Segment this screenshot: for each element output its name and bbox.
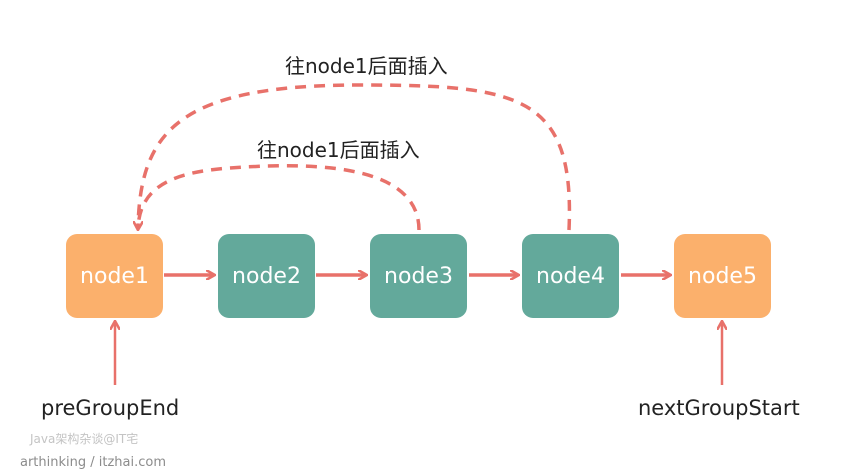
outer-arc-label: 往node1后面插入 [285,54,448,78]
dashed-arc-node3-to-node1 [136,163,421,231]
node-4: node4 [522,234,619,318]
node-2: node2 [218,234,315,318]
node-5-label: node5 [688,263,757,289]
node-4-label: node4 [536,263,605,289]
watermark-line-2: arthinking / itzhai.com [20,455,167,470]
node-1: node1 [66,234,163,318]
node-3: node3 [370,234,467,318]
node-3-label: node3 [384,263,453,289]
watermark-line-1: Java架构杂谈@IT宅 [30,432,139,446]
inner-arc-label: 往node1后面插入 [257,138,420,162]
node-2-label: node2 [232,263,301,289]
pre-group-end-label: preGroupEnd [41,396,180,420]
node-1-label: node1 [80,263,149,289]
dashed-arc-node4-to-node1 [138,83,572,230]
node-5: node5 [674,234,771,318]
next-group-start-label: nextGroupStart [638,396,800,420]
